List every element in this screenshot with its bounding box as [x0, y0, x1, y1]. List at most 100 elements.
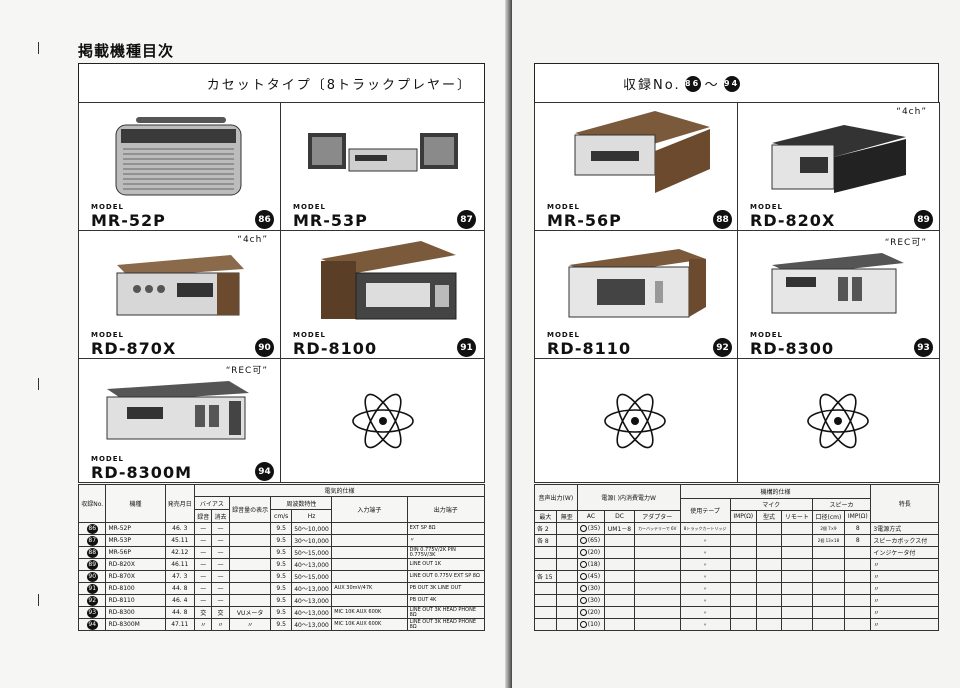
cell-cms-text: 9.5: [276, 573, 286, 580]
cell-mic-type: [755, 570, 783, 583]
model-name: MR-52P: [91, 211, 166, 230]
cell-feature-text: 〃: [873, 622, 880, 629]
cell-ac-text: (35): [587, 525, 601, 532]
cell-mic-imp: [729, 534, 757, 547]
cell-rec: —: [194, 570, 213, 583]
col-header-model: 機種: [105, 484, 166, 523]
cell-max: [534, 558, 557, 571]
spec-table-right: 音声出力(W) 電源( )内消費電力W 機構的仕様 特長 使用テープ マイク ス…: [534, 484, 939, 631]
cell-rec: —: [194, 522, 213, 535]
cell-dc: UM1－8: [604, 522, 635, 535]
cell-erase: —: [211, 594, 230, 607]
cell-tape: 〃: [679, 570, 731, 583]
model-number-badge: 86: [255, 210, 274, 229]
cell-date: 44. 8: [164, 606, 196, 619]
cell-cms-text: 9.5: [276, 537, 286, 544]
cell-cms: 9.5: [270, 582, 292, 595]
model-caption: MODEL: [91, 455, 124, 463]
cell-max: [534, 546, 557, 559]
model-name: MR-53P: [293, 211, 368, 230]
cell-erase-text: —: [217, 585, 224, 592]
col-header-nodist: 無歪: [555, 510, 578, 523]
model-name: MR-56P: [547, 211, 622, 230]
cell-model: RD-8300: [105, 606, 166, 619]
cell-level-text: 〃: [247, 622, 254, 629]
cell-date-text: 47. 3: [172, 573, 188, 580]
cell-sp-size: 2個 13×18: [811, 534, 846, 547]
cell-nodist: [555, 618, 578, 631]
cell-date: 44. 8: [164, 582, 196, 595]
cell-max: [534, 606, 557, 619]
row-number-badge: 86: [86, 523, 98, 534]
cell-feature: 〃: [870, 618, 939, 631]
col-header-electric: 電気的仕様: [194, 484, 485, 497]
cell-input: [331, 534, 408, 547]
cell-tape-text: 〃: [703, 609, 708, 615]
cell-ac-text: (45): [587, 573, 601, 580]
cell-level: 〃: [228, 618, 272, 631]
col-header-adapter: アダプター: [633, 510, 681, 523]
power-mark-icon: [579, 609, 587, 616]
cell-output-text: LINE OUT 0.775V EXT SP 8Ω: [409, 573, 480, 579]
margin-mark: [38, 378, 39, 390]
cell-model-text: RD-8300M: [108, 621, 140, 628]
cell-model: RD-8300M: [105, 618, 166, 631]
cell-no: 90: [77, 570, 107, 583]
cell-level: VUメータ: [228, 606, 272, 619]
cell-max: 各 15: [534, 570, 557, 583]
cell-tape-text: 8トラックカートリッジ: [683, 525, 727, 531]
cell-cms: 9.5: [270, 546, 292, 559]
power-mark-icon: [579, 561, 587, 568]
cell-date: 47. 3: [164, 570, 196, 583]
table-row: (30) 〃 〃: [534, 594, 939, 607]
cell-output: PB OUT 4K: [406, 594, 486, 607]
col-header-remote: リモート: [781, 510, 813, 523]
cell-model: RD-870X: [105, 570, 166, 583]
cell-no: 91: [77, 582, 107, 595]
cell-output: LINE OUT 3K HEAD PHONE 8Ω: [406, 606, 486, 619]
cell-output-text: DIN 0.775V/2K PIN 0.775V/3K: [409, 546, 456, 558]
cell-feature-text: 〃: [873, 562, 880, 569]
cell-adapter: [633, 582, 681, 595]
model-card-mr-53p: MODEL MR-53P 87: [280, 102, 485, 231]
cell-tape: 〃: [679, 534, 731, 547]
cell-nodist: [555, 558, 578, 571]
deck-illustration: [568, 249, 706, 318]
cell-erase: —: [211, 582, 230, 595]
cell-feature: 〃: [870, 570, 939, 583]
col-header-mic-type: 型式: [755, 510, 783, 523]
cell-cms: 9.5: [270, 618, 292, 631]
cell-model-text: MR-53P: [108, 537, 131, 544]
cell-input-text: MIC 10K AUX 600K: [334, 621, 382, 627]
margin-mark: [38, 42, 39, 54]
cell-no: 94: [77, 618, 107, 631]
cell-no: 89: [77, 558, 107, 571]
cell-feature: 〃: [870, 606, 939, 619]
cell-max: 各 2: [534, 522, 557, 535]
row-number-badge: 94: [86, 619, 98, 630]
cell-cms-text: 9.5: [276, 561, 286, 568]
cell-ac: (45): [576, 570, 606, 583]
cell-erase: —: [211, 570, 230, 583]
cell-tape: 〃: [679, 594, 731, 607]
cell-sp-imp: 8: [844, 522, 872, 535]
cell-rec-text: —: [200, 597, 207, 604]
cell-feature-text: 〃: [873, 598, 880, 605]
cell-hz: 40〜13,000: [290, 582, 333, 595]
cell-ac: (30): [576, 594, 606, 607]
cell-remote: [781, 594, 813, 607]
catalog-frame-left: カセットタイプ〔8トラックプレヤー〕 MODEL MR-52P 86: [78, 63, 485, 483]
cell-mic-type: [755, 522, 783, 535]
cell-sp-imp-text: 8: [855, 525, 860, 532]
cell-erase: 交: [211, 606, 230, 619]
cell-rec-text: —: [200, 537, 207, 544]
cell-dc-text: UM1－8: [607, 526, 632, 533]
cell-model-text: RD-820X: [108, 561, 135, 568]
model-number-badge: 91: [457, 338, 476, 357]
cell-adapter: [633, 570, 681, 583]
cell-sp-size: [811, 546, 846, 559]
cell-feature: 〃: [870, 582, 939, 595]
atom-logo-icon: [352, 393, 414, 449]
atom-cell: [737, 358, 940, 483]
spec-table-left: 収録No. 機種 発売月日 電気的仕様 バイアス 録音量の表示 周波数特性 入力…: [77, 484, 486, 631]
